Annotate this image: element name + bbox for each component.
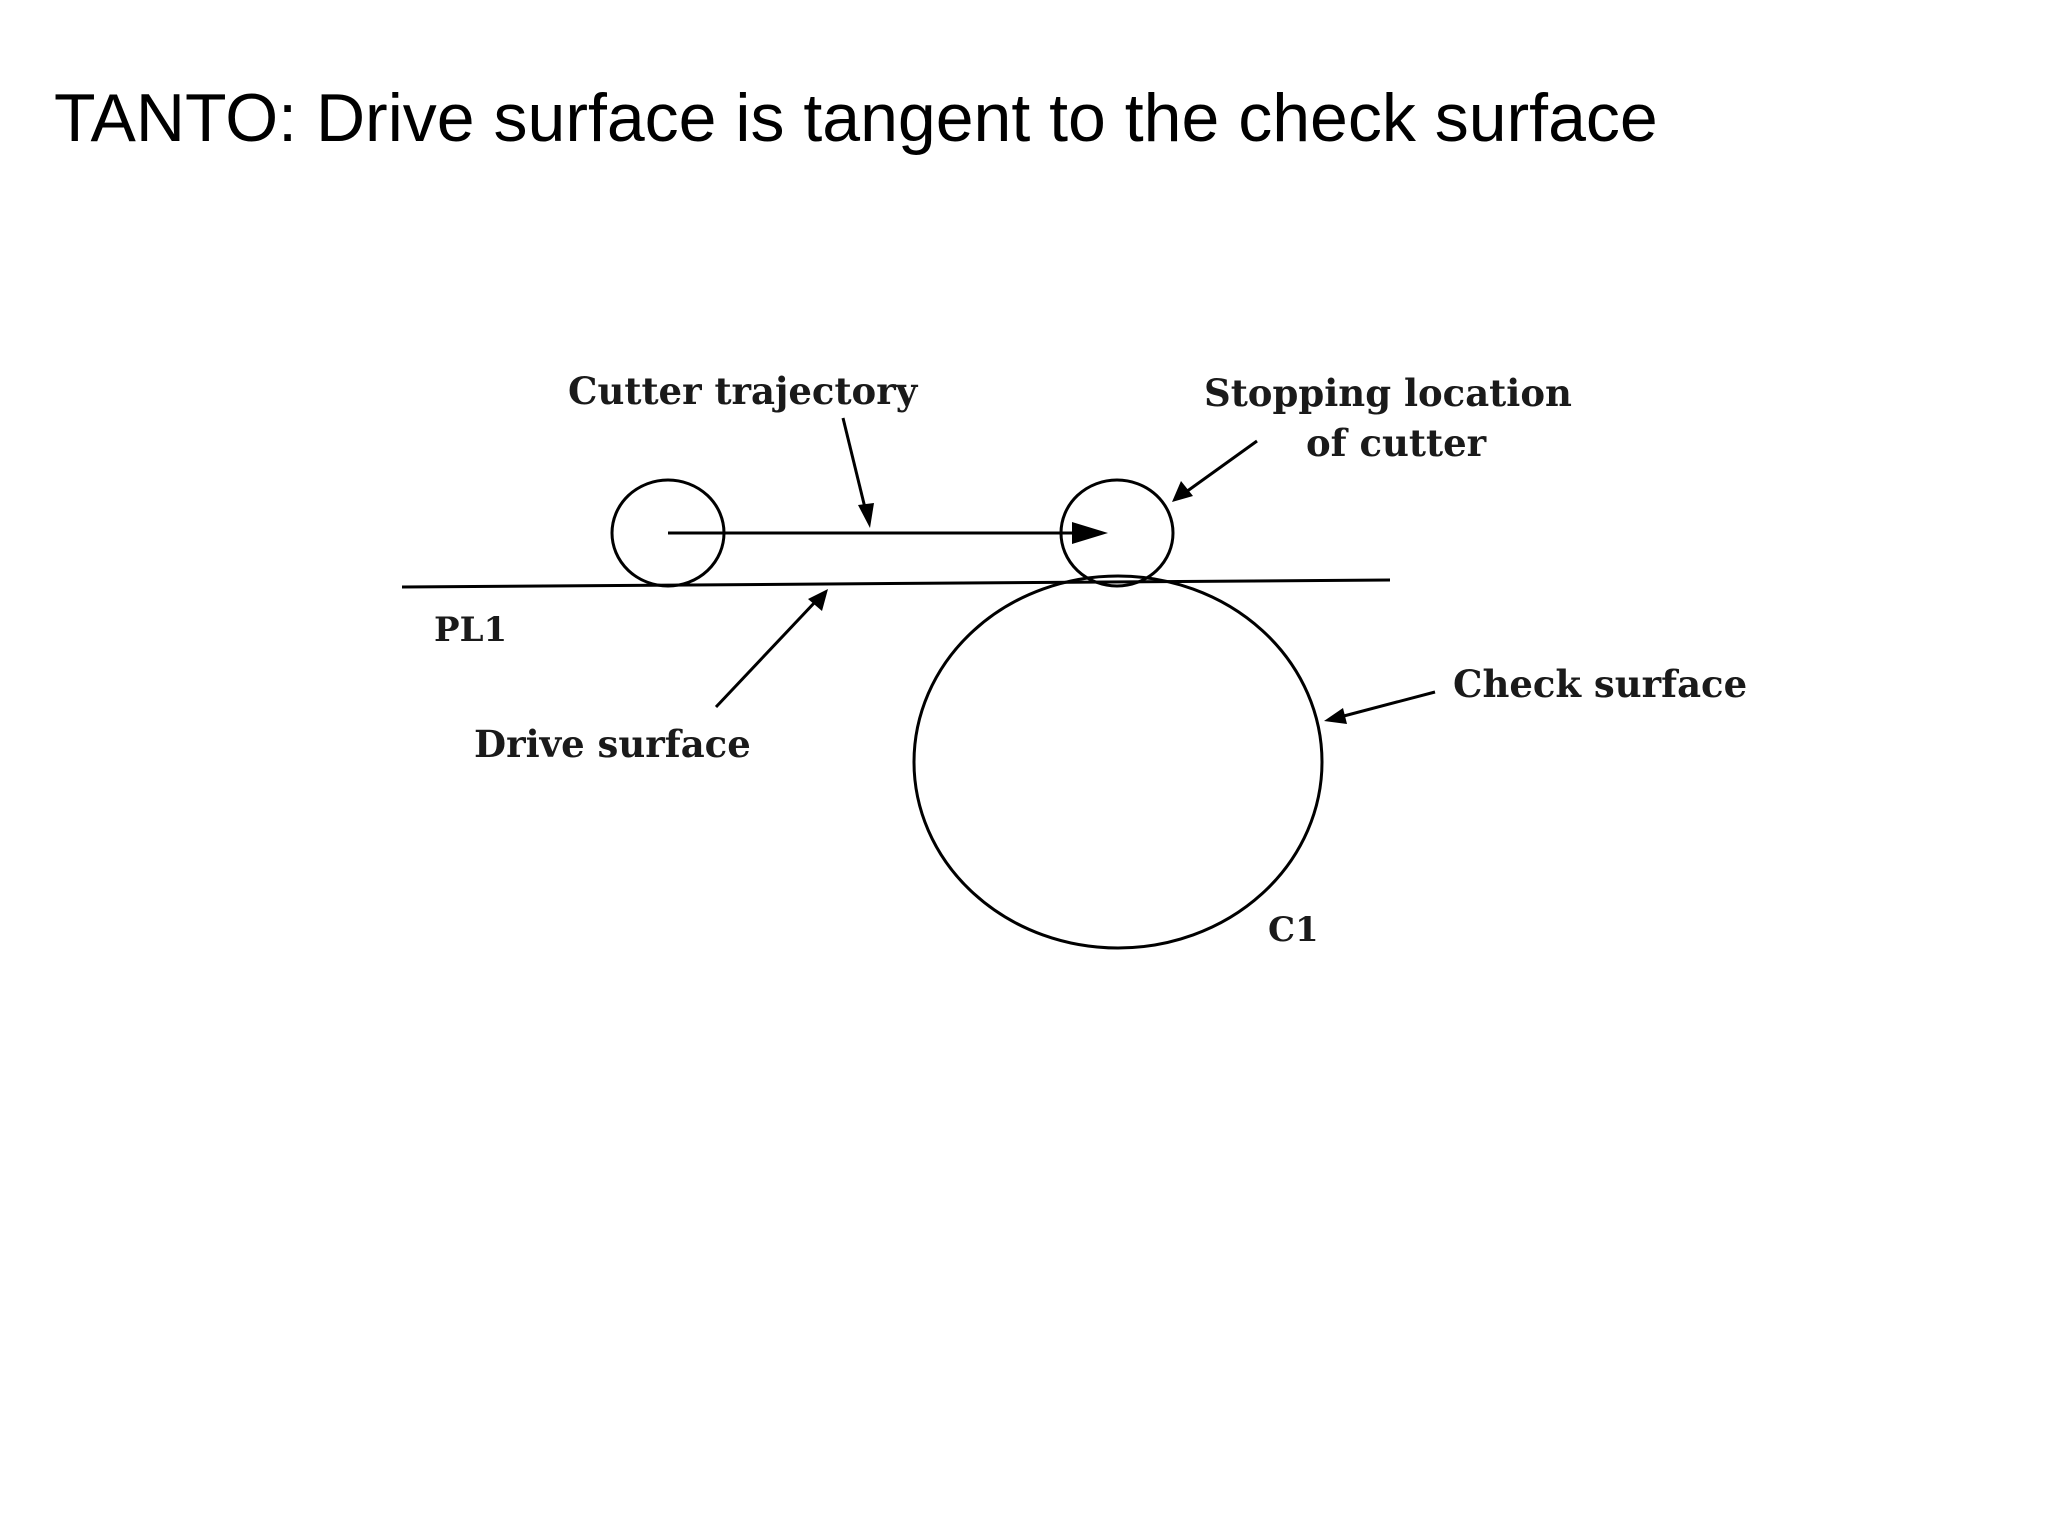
slide-title: TANTO: Drive surface is tangent to the c… — [54, 80, 1658, 156]
stopping-location-pointer-head — [1172, 481, 1193, 502]
cutter-trajectory-pointer — [841, 417, 868, 513]
check-surface-circle — [912, 574, 1324, 950]
trajectory-arrowhead — [1072, 522, 1108, 544]
stopping-location-label-line1: Stopping location — [1204, 371, 1572, 415]
stopping-location-pointer — [1185, 439, 1258, 494]
check-surface-pointer-head — [1324, 708, 1347, 724]
check-surface-pointer — [1339, 690, 1436, 719]
circle-label: C1 — [1268, 910, 1319, 950]
drive-surface-pointer — [714, 599, 818, 709]
drive-surface-pointer-head — [808, 589, 828, 611]
check-surface-label: Check surface — [1453, 662, 1747, 706]
drive-surface-line — [401, 578, 1391, 589]
cutter-trajectory-label: Cutter trajectory — [568, 369, 919, 413]
cutter-trajectory-pointer-head — [858, 503, 874, 528]
plane-label: PL1 — [434, 610, 507, 650]
drive-surface-label: Drive surface — [474, 722, 751, 766]
stopping-location-label-line2: of cutter — [1306, 421, 1487, 465]
